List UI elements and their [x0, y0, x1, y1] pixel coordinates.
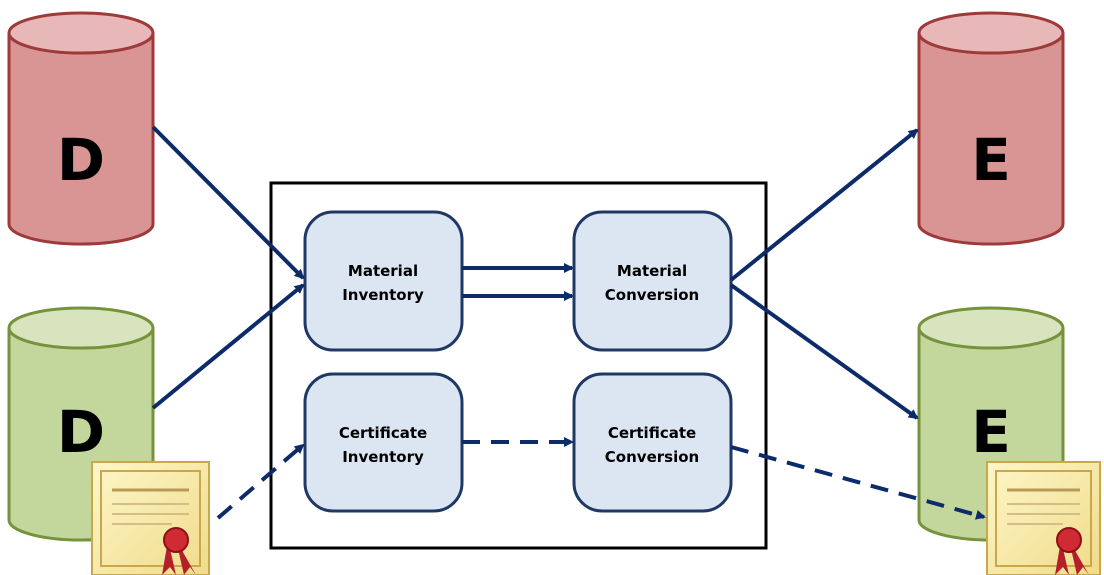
process-label-line2: Conversion	[605, 448, 699, 466]
database-letter: E	[971, 126, 1011, 194]
process-label-line1: Material	[617, 262, 687, 280]
database-top-right: E	[917, 11, 1065, 246]
process-label-line2: Inventory	[342, 448, 424, 466]
arrow-certificate-conversion-to-e-green	[730, 445, 986, 520]
certificate-icon	[986, 461, 1101, 575]
process-material-conversion: Material Conversion	[572, 210, 733, 352]
arrow-certificate-to-certificate-inventory	[216, 443, 305, 520]
database-letter: D	[57, 398, 105, 466]
arrow-d-green-to-material-inventory	[151, 283, 305, 410]
certificate-icon	[91, 461, 210, 575]
cylinder-top	[7, 306, 155, 350]
arrow-conversion-to-e-green	[729, 283, 919, 420]
database-top-left: D	[7, 11, 155, 246]
arrow-d-red-to-material-inventory	[151, 125, 305, 280]
process-label-line2: Inventory	[342, 286, 424, 304]
process-material-inventory: Material Inventory	[303, 210, 464, 352]
process-label-line1: Certificate	[339, 424, 427, 442]
database-letter: E	[971, 398, 1011, 466]
database-letter: D	[57, 126, 105, 194]
process-label-line1: Material	[348, 262, 418, 280]
system-frame	[269, 181, 768, 550]
cylinder-top	[917, 306, 1065, 350]
process-certificate-inventory: Certificate Inventory	[303, 372, 464, 513]
process-label-line1: Certificate	[608, 424, 696, 442]
cylinder-body	[917, 33, 1065, 246]
process-label-line2: Conversion	[605, 286, 699, 304]
cylinder-body	[7, 33, 155, 246]
cylinder-top	[917, 11, 1065, 55]
arrow-conversion-to-e-red	[729, 128, 919, 282]
process-certificate-conversion: Certificate Conversion	[572, 372, 733, 513]
cylinder-top	[7, 11, 155, 55]
